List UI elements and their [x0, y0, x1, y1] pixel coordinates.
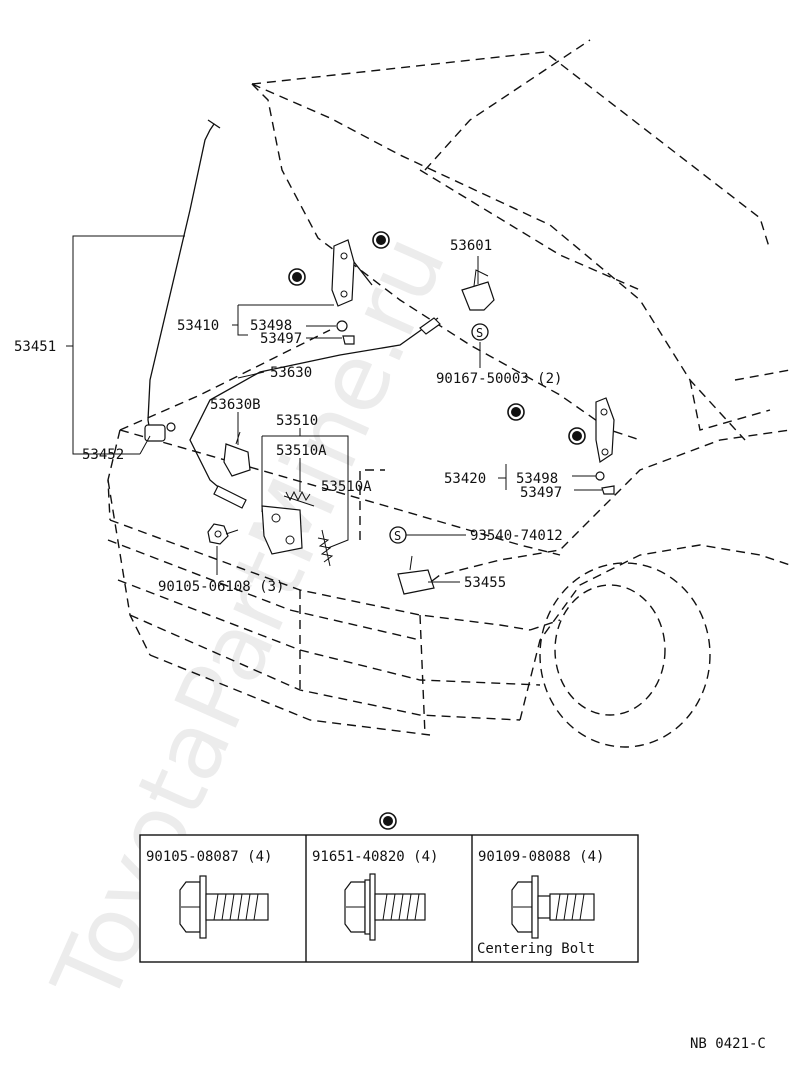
diagram-code: NB 0421-C — [690, 1036, 766, 1052]
callout-53630B: 53630B — [210, 397, 261, 413]
callout-53497-left: 53497 — [260, 331, 302, 347]
callout-53630: 53630 — [270, 365, 312, 381]
hood-lock — [261, 490, 334, 567]
fastener-table: 90105-08087 (4) 91651-40820 (4) 90109-08… — [139, 812, 639, 963]
fastener-part-3: 90109-08088 (4) — [478, 849, 604, 865]
callout-53498-left: 53498 — [250, 318, 292, 334]
hood-cushion-53498-left — [336, 320, 348, 332]
svg-text:S: S — [394, 529, 401, 543]
callout-53510: 53510 — [276, 413, 318, 429]
bumper-bolt — [207, 523, 239, 545]
callout-53451: 53451 — [14, 339, 56, 355]
hood-hinge-left — [331, 239, 373, 307]
hood-lock-striker — [461, 269, 495, 311]
bolt-marker-symbol-legend — [379, 812, 397, 830]
callout-90167-50003: 90167-50003 (2) — [436, 371, 562, 387]
hood-cushion-53497-left — [342, 335, 355, 345]
s-mark-1: S — [471, 323, 489, 341]
hood-hinge-right — [595, 397, 615, 464]
callout-53410: 53410 — [177, 318, 219, 334]
fastener-part-2: 91651-40820 (4) — [312, 849, 438, 865]
callout-53497-right: 53497 — [520, 485, 562, 501]
hood-lock-support — [397, 555, 435, 595]
cable-clamp — [223, 431, 251, 477]
hood-lock-release-cable — [189, 317, 441, 509]
hood-cushion-53498-right — [595, 471, 605, 481]
leader-lines — [66, 235, 602, 583]
callout-53498-right: 53498 — [516, 471, 558, 487]
callout-90105-06108: 90105-06108 (3) — [158, 579, 284, 595]
callout-93540-74012: 93540-74012 — [470, 528, 563, 544]
s-mark-2: S — [389, 526, 407, 544]
hood-support-rod — [144, 119, 221, 442]
callout-53420: 53420 — [444, 471, 486, 487]
washer-bolt-icon — [344, 873, 426, 941]
callout-53455: 53455 — [464, 575, 506, 591]
flange-bolt-icon — [179, 875, 269, 939]
svg-text:S: S — [476, 326, 483, 340]
fastener-part-1: 90105-08087 (4) — [146, 849, 272, 865]
callout-labels: 53451 53452 53410 53498 53497 53630 5363… — [14, 238, 563, 595]
fastener-note-3: Centering Bolt — [477, 941, 595, 957]
vehicle-outline — [107, 39, 791, 748]
centering-bolt-icon — [511, 875, 595, 939]
callout-53601: 53601 — [450, 238, 492, 254]
callout-53510A-2: 53510A — [321, 479, 372, 495]
bolt-marker-symbols — [288, 231, 586, 445]
callout-53452: 53452 — [82, 447, 124, 463]
hood-cushion-53497-right — [601, 485, 615, 495]
callout-53510A-1: 53510A — [276, 443, 327, 459]
